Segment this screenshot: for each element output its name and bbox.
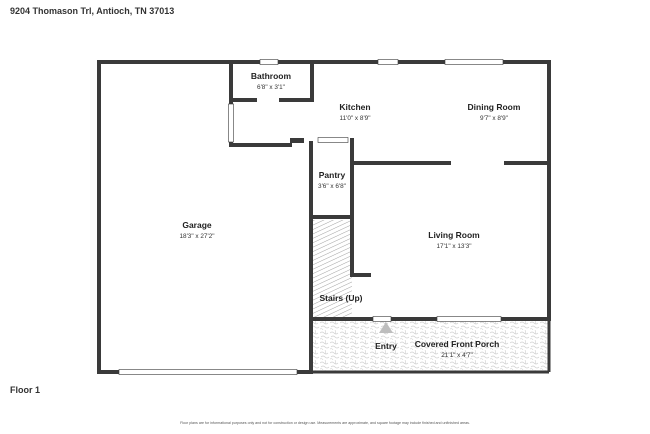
garage-dims: 18'3" x 27'2" — [179, 233, 214, 240]
floor-label: Floor 1 — [10, 385, 41, 395]
windows — [118, 59, 504, 375]
bathroom-label: Bathroom — [251, 71, 292, 81]
pantry-dims: 3'6" x 6'8" — [318, 183, 346, 190]
porch-label: Covered Front Porch — [415, 339, 500, 349]
door-marks — [290, 138, 304, 143]
living-room-dims: 17'1" x 13'3" — [436, 243, 471, 250]
porch-outline — [311, 319, 551, 374]
dining-room-label: Dining Room — [468, 102, 521, 112]
disclaimer-text: Floor plans are for informational purpos… — [180, 421, 470, 425]
pantry-label: Pantry — [319, 170, 346, 180]
entry-label: Entry — [375, 341, 397, 351]
stairs-label: Stairs (Up) — [320, 293, 363, 303]
porch-dims: 21'1" x 4'7" — [441, 352, 473, 359]
kitchen-dims: 11'0" x 8'9" — [339, 115, 370, 122]
property-address: 9204 Thomason Trl, Antioch, TN 37013 — [10, 6, 175, 16]
stairs-hatch — [311, 220, 352, 318]
kitchen-label: Kitchen — [339, 102, 370, 112]
dining-room-dims: 9'7" x 8'9" — [480, 115, 508, 122]
bathroom-dims: 6'8" x 3'1" — [257, 84, 285, 91]
porch-area — [311, 319, 549, 372]
living-room-label: Living Room — [428, 230, 480, 240]
garage-label: Garage — [182, 220, 212, 230]
door-openings — [257, 97, 279, 102]
entry-arrow-icon — [379, 322, 393, 333]
